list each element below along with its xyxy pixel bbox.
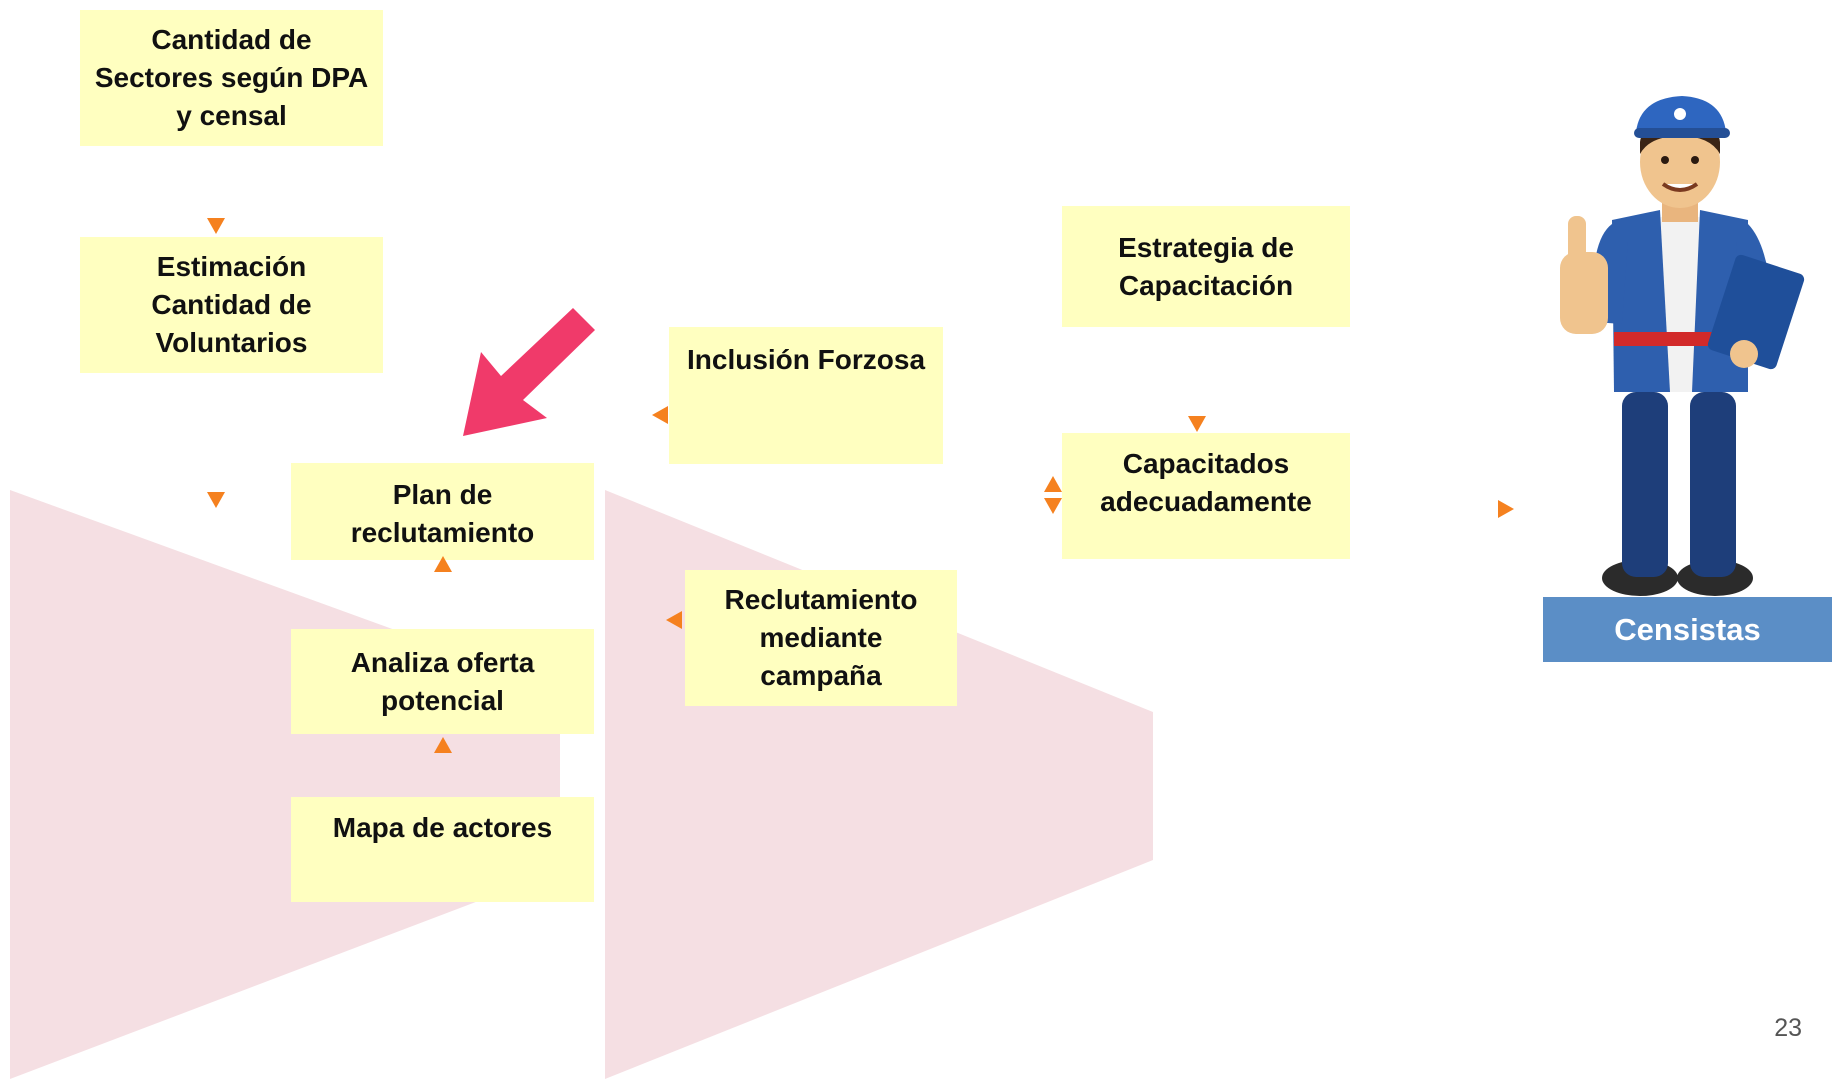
box-line: reclutamiento — [350, 517, 535, 548]
arrow-down-icon — [1188, 416, 1206, 432]
box-plan-reclutamiento: Plan de reclutamiento — [291, 463, 594, 560]
box-line: y censal — [176, 100, 287, 131]
arrow-right-icon — [1498, 500, 1514, 518]
box-cantidad-sectores: Cantidad de Sectores según DPA y censal — [80, 10, 383, 146]
worker-hand — [1730, 340, 1758, 368]
worker-leg — [1622, 392, 1668, 577]
box-line: Inclusión Forzosa — [686, 344, 926, 375]
worker-cap-logo — [1674, 108, 1686, 120]
box-line: Estrategia de — [1118, 231, 1294, 263]
census-worker-illustration — [1560, 96, 1805, 596]
worker-hand — [1560, 252, 1608, 334]
box-estrategia-capacitacion: Estrategia de Capacitación — [1062, 206, 1350, 327]
box-line: Cantidad de — [151, 24, 312, 55]
box-line: Capacitación — [1118, 269, 1294, 301]
box-line: Cantidad de — [151, 289, 312, 320]
arrow-up-icon — [434, 556, 452, 572]
box-line: Sectores según DPA — [94, 62, 369, 93]
arrow-down-icon — [207, 218, 225, 234]
box-line: mediante — [759, 622, 883, 653]
arrow-up-icon — [434, 737, 452, 753]
box-reclutamiento-campana: Reclutamiento mediante campaña — [685, 570, 957, 706]
worker-smile — [1661, 182, 1699, 192]
box-inclusion-forzosa: Inclusión Forzosa — [669, 327, 943, 464]
worker-eye — [1661, 156, 1669, 164]
worker-cap-brim — [1634, 128, 1730, 138]
worker-folder — [1707, 254, 1805, 370]
box-line: campaña — [760, 660, 882, 691]
arrow-down-icon — [207, 492, 225, 508]
page-number: 23 — [1774, 1014, 1802, 1042]
arrow-up-icon — [1044, 476, 1062, 492]
worker-leg — [1690, 392, 1736, 577]
pink-pointer-arrow-icon — [463, 308, 595, 436]
censistas-label: Censistas — [1543, 597, 1832, 662]
worker-head — [1640, 116, 1720, 208]
box-line: Analiza oferta — [350, 646, 535, 678]
box-line: potencial — [381, 684, 504, 716]
box-line: Plan de — [392, 479, 493, 510]
worker-eye — [1691, 156, 1699, 164]
box-line: Capacitados — [1122, 448, 1290, 479]
arrow-left-icon — [666, 611, 682, 629]
background-chevron-left — [10, 490, 560, 1079]
box-estimacion-voluntarios: Estimación Cantidad de Voluntarios — [80, 237, 383, 373]
box-line: adecuadamente — [1100, 486, 1312, 517]
arrow-left-icon — [652, 406, 668, 424]
box-mapa-actores: Mapa de actores — [291, 797, 594, 902]
arrow-down-icon — [1044, 498, 1062, 514]
box-analiza-oferta: Analiza oferta potencial — [291, 629, 594, 734]
box-line: Reclutamiento — [724, 584, 918, 615]
box-line: Mapa de actores — [332, 812, 553, 843]
box-line: Voluntarios — [155, 327, 308, 358]
worker-thumb — [1568, 216, 1586, 264]
box-line: Estimación — [156, 251, 307, 282]
box-capacitados: Capacitados adecuadamente — [1062, 433, 1350, 559]
